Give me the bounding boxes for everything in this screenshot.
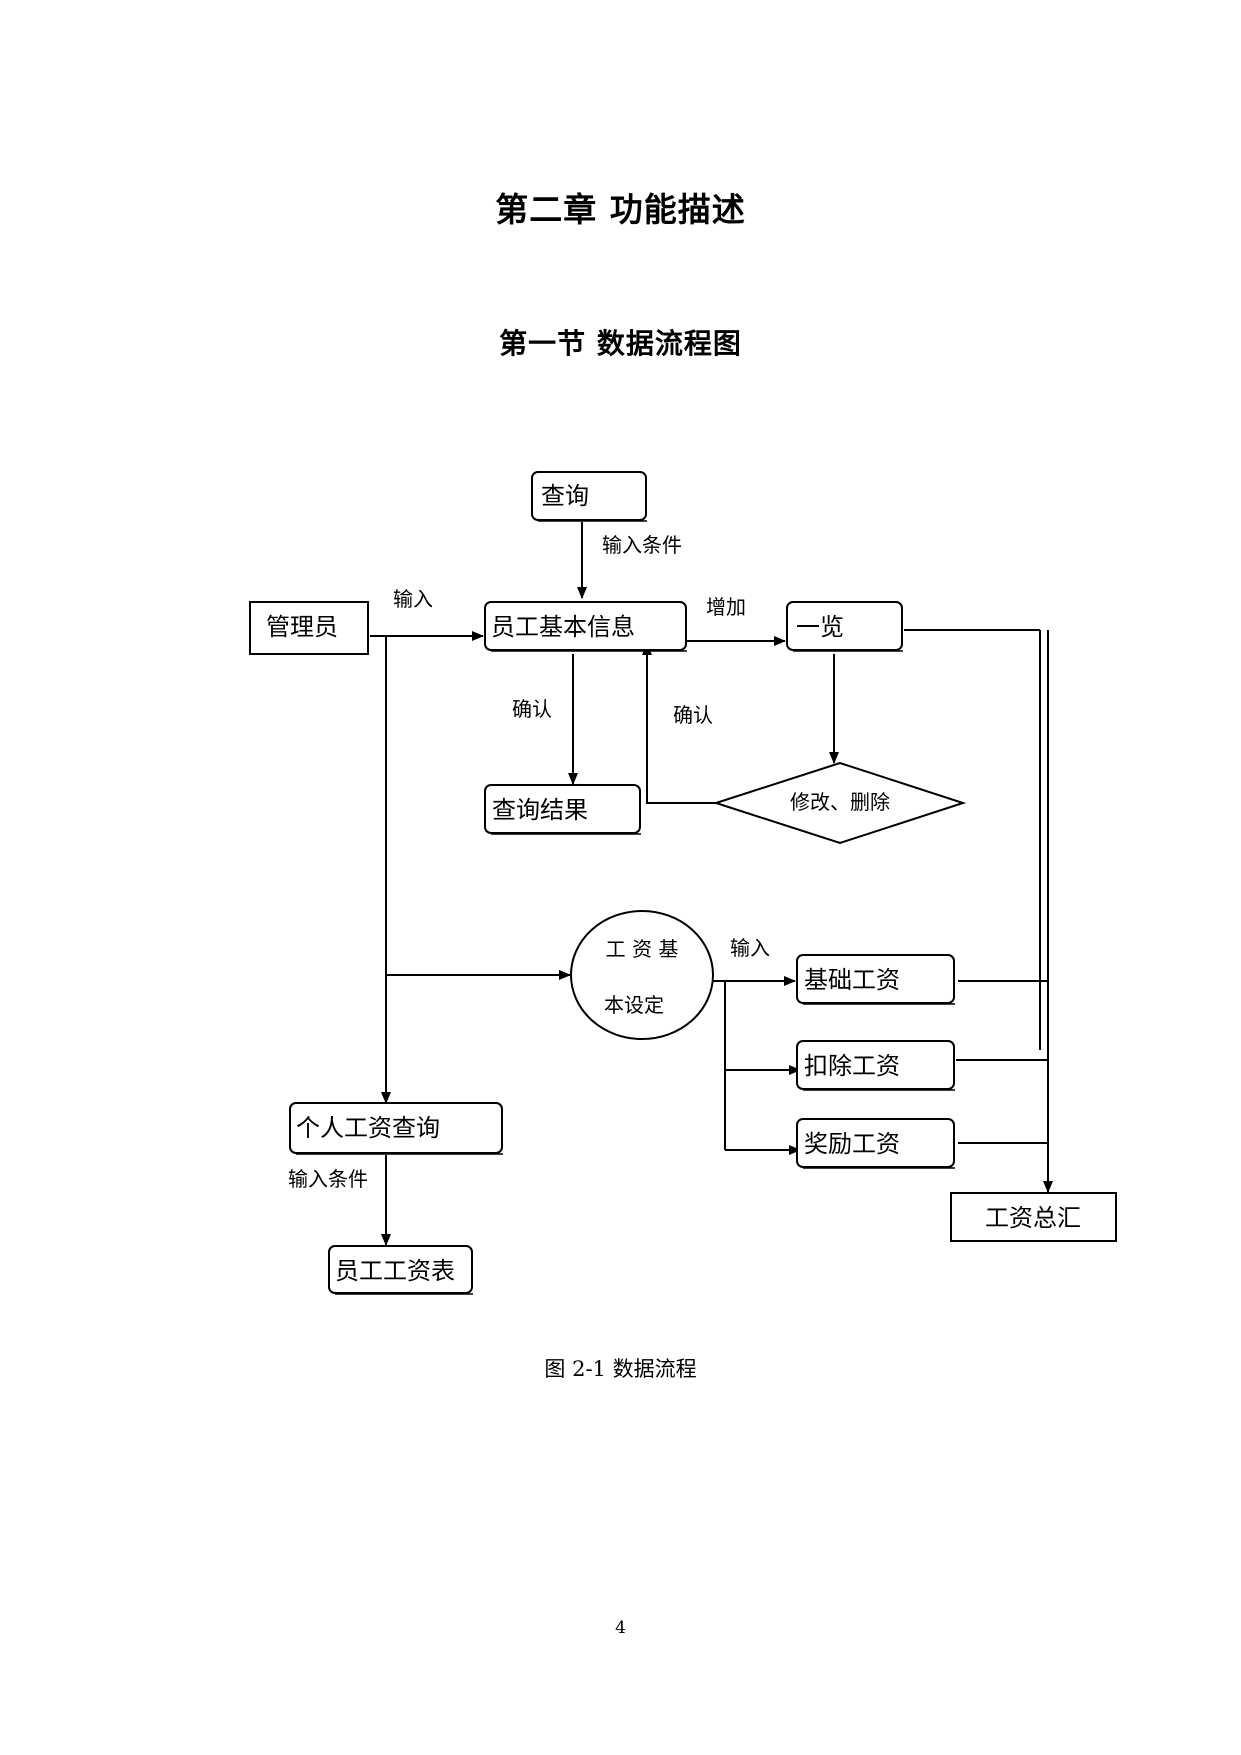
node-bonus-salary: 奖励工资 xyxy=(796,1118,955,1169)
node-query: 查询 xyxy=(531,471,647,522)
node-admin: 管理员 xyxy=(249,601,369,655)
node-employee-salary-table-label: 员工工资表 xyxy=(335,1257,455,1285)
node-salary-setting: 工 资 基 本设定 xyxy=(570,910,714,1040)
edge-labels: 输入条件 输入 增加 确认 确认 输入 输入条件 xyxy=(288,533,770,1191)
node-base-salary: 基础工资 xyxy=(796,954,955,1005)
node-salary-summary-label: 工资总汇 xyxy=(985,1204,1081,1232)
node-employee-info-label: 员工基本信息 xyxy=(491,613,635,641)
label-info-to-overview: 增加 xyxy=(706,595,746,619)
edge-modify-to-info xyxy=(642,643,716,804)
connectors xyxy=(370,522,1053,1246)
node-overview-label: 一览 xyxy=(796,613,844,641)
label-setting-to-base: 输入 xyxy=(730,936,770,960)
node-base-salary-label: 基础工资 xyxy=(804,966,900,994)
node-query-result: 查询结果 xyxy=(484,784,641,835)
label-query-to-info: 输入条件 xyxy=(602,533,682,557)
node-overview: 一览 xyxy=(786,601,903,652)
node-deduct-salary-label: 扣除工资 xyxy=(804,1052,900,1080)
node-deduct-salary: 扣除工资 xyxy=(796,1040,955,1091)
node-query-result-label: 查询结果 xyxy=(492,796,588,824)
chapter-title: 第二章 功能描述 xyxy=(495,190,746,229)
label-admin-to-info: 输入 xyxy=(393,587,433,611)
label-modify-to-info: 确认 xyxy=(673,703,713,727)
node-salary-setting-line2: 本设定 xyxy=(604,993,664,1017)
node-personal-salary-query-label: 个人工资查询 xyxy=(296,1114,440,1142)
figure-caption: 图 2-1 数据流程 xyxy=(544,1357,697,1381)
node-bonus-salary-label: 奖励工资 xyxy=(804,1130,900,1158)
page-number: 4 xyxy=(615,1618,626,1638)
node-salary-summary: 工资总汇 xyxy=(950,1192,1117,1242)
node-personal-salary-query: 个人工资查询 xyxy=(289,1102,503,1155)
node-query-label: 查询 xyxy=(541,482,589,510)
node-employee-info: 员工基本信息 xyxy=(484,601,687,652)
node-modify-delete: 修改、删除 xyxy=(712,761,967,845)
node-modify-delete-label: 修改、删除 xyxy=(790,790,890,814)
node-admin-label: 管理员 xyxy=(266,613,338,641)
label-info-to-result: 确认 xyxy=(512,697,552,721)
section-title: 第一节 数据流程图 xyxy=(499,327,742,360)
node-salary-setting-line1: 工 资 基 xyxy=(606,937,679,961)
node-employee-salary-table: 员工工资表 xyxy=(328,1245,473,1295)
label-personal-to-table: 输入条件 xyxy=(288,1167,368,1191)
